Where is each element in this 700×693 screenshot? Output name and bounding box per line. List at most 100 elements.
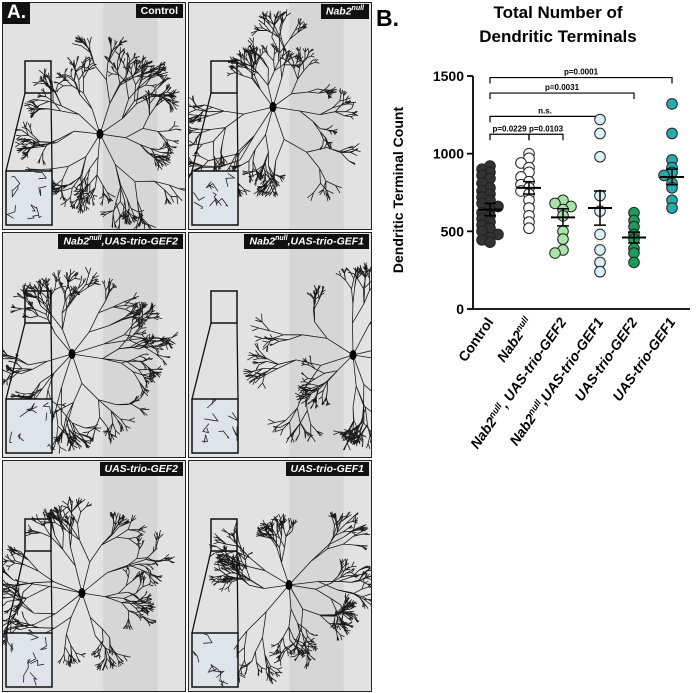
comparison-label: n.s. xyxy=(538,106,552,115)
micrograph-label: Nab2null,UAS-trio-GEF2 xyxy=(58,234,183,249)
cell-body xyxy=(269,102,277,112)
inset-box xyxy=(5,632,53,688)
data-point xyxy=(594,228,606,241)
zoom-region-box xyxy=(210,60,238,94)
comparison-label: p=0.0229 xyxy=(492,124,527,133)
inset-dendrites xyxy=(192,633,238,688)
y-tick-label: 500 xyxy=(441,223,465,239)
data-point xyxy=(557,233,569,245)
micrograph-label: Nab2null xyxy=(320,4,369,19)
label-base: Nab2 xyxy=(325,5,352,18)
micrograph-label-text: UAS-trio-GEF2 xyxy=(104,463,179,475)
data-point xyxy=(666,127,678,140)
zoom-connector xyxy=(5,92,53,172)
y-axis-label: Dendritic Terminal Count xyxy=(390,107,406,274)
panel-a-letter: A. xyxy=(3,2,30,24)
neuron-image xyxy=(189,461,371,691)
cell-body xyxy=(68,349,76,359)
inset-box xyxy=(191,398,239,454)
data-point xyxy=(523,222,535,235)
data-point xyxy=(666,202,678,214)
micrograph-label: UAS-trio-GEF1 xyxy=(285,462,369,476)
inset-box xyxy=(5,170,53,226)
label-sup: null xyxy=(351,5,364,12)
micrograph-label-text: UAS-trio-GEF1 xyxy=(290,463,365,475)
data-point xyxy=(658,169,670,182)
dendrite-arbor xyxy=(189,9,361,202)
neuron-image xyxy=(3,461,185,691)
comparison-label: p=0.0001 xyxy=(564,68,599,77)
zoom-region-box xyxy=(24,518,52,552)
label-rest: ,UAS-trio-GEF2 xyxy=(101,235,178,248)
data-point xyxy=(594,265,606,278)
panel-b-chart: B. Total Number of Dendritic Terminals D… xyxy=(372,0,700,693)
dendrite-arbor xyxy=(208,511,371,685)
inset-box xyxy=(5,398,53,454)
label-sup: null xyxy=(89,235,102,242)
cell-body xyxy=(78,588,86,598)
chart-title-line2: Dendritic Terminals xyxy=(479,27,636,46)
micrograph-label: Control xyxy=(135,4,183,18)
comparison-label: p=0.0103 xyxy=(529,124,564,133)
micrograph-nab2-null-uas-trio-gef2: Nab2null,UAS-trio-GEF2 xyxy=(2,232,186,458)
label-sup: null xyxy=(275,235,288,242)
panel-a-micrographs: A. Control Nab2null Nab2null,UAS-trio-GE… xyxy=(2,2,372,692)
y-tick-label: 0 xyxy=(456,301,464,317)
data-point xyxy=(628,256,640,269)
data-point xyxy=(594,127,606,140)
inset-dendrites xyxy=(9,402,52,450)
inset-box xyxy=(191,632,239,688)
comparison-label: p=0.0031 xyxy=(545,83,580,92)
cell-body xyxy=(96,129,104,139)
zoom-connector xyxy=(191,92,239,172)
zoom-connector xyxy=(191,322,239,400)
inset-box xyxy=(191,170,239,226)
data-point xyxy=(594,150,606,163)
chart-svg: B. Total Number of Dendritic Terminals D… xyxy=(376,3,690,452)
neuron-image xyxy=(189,3,371,229)
neuron-image xyxy=(3,3,185,229)
label-base: Nab2 xyxy=(63,235,90,248)
y-tick-label: 1000 xyxy=(433,146,464,162)
x-tick-label: Control xyxy=(455,315,497,365)
tissue-band xyxy=(289,3,344,229)
zoom-region-box xyxy=(210,518,238,552)
micrograph-label-text: Control xyxy=(140,5,178,17)
x-tick-label-base: Control xyxy=(455,315,497,365)
zoom-connector xyxy=(5,322,53,400)
cell-body xyxy=(285,580,293,590)
inset-dendrites xyxy=(192,172,236,209)
panel-b-letter: B. xyxy=(376,5,399,31)
dendrite-arbor xyxy=(243,262,371,451)
comparison-bracket xyxy=(489,133,530,141)
micrograph-control: Control xyxy=(2,2,186,230)
chart-title-line1: Total Number of xyxy=(493,3,622,22)
inset-dendrites xyxy=(201,399,238,443)
zoom-connector xyxy=(5,550,53,634)
label-rest: ,UAS-trio-GEF1 xyxy=(287,235,364,248)
micrograph-nab2-null: Nab2null xyxy=(188,2,372,230)
comparison-bracket xyxy=(489,92,635,100)
comparison-bracket xyxy=(489,76,673,84)
comparison-bracket xyxy=(528,133,564,141)
data-point xyxy=(484,236,496,249)
y-tick-label: 1500 xyxy=(433,68,464,84)
zoom-connector xyxy=(191,550,239,634)
micrograph-nab2-null-uas-trio-gef1: Nab2null,UAS-trio-GEF1 xyxy=(188,232,372,458)
dendrite-arbor xyxy=(3,496,176,671)
data-point xyxy=(594,244,606,256)
x-tick-label-sup: null xyxy=(513,314,531,333)
neuron-image xyxy=(189,233,371,457)
micrograph-uas-trio-gef2: UAS-trio-GEF2 xyxy=(2,460,186,692)
zoom-region-box xyxy=(24,60,52,94)
inset-dendrites xyxy=(6,171,47,219)
cell-body xyxy=(349,350,357,360)
data-point xyxy=(666,98,678,110)
micrograph-uas-trio-gef1: UAS-trio-GEF1 xyxy=(188,460,372,692)
comparison-bracket xyxy=(489,115,601,123)
zoom-region-box xyxy=(24,290,52,324)
data-point xyxy=(549,247,561,259)
micrograph-label: Nab2null,UAS-trio-GEF1 xyxy=(244,234,369,249)
tissue-band xyxy=(289,233,344,457)
